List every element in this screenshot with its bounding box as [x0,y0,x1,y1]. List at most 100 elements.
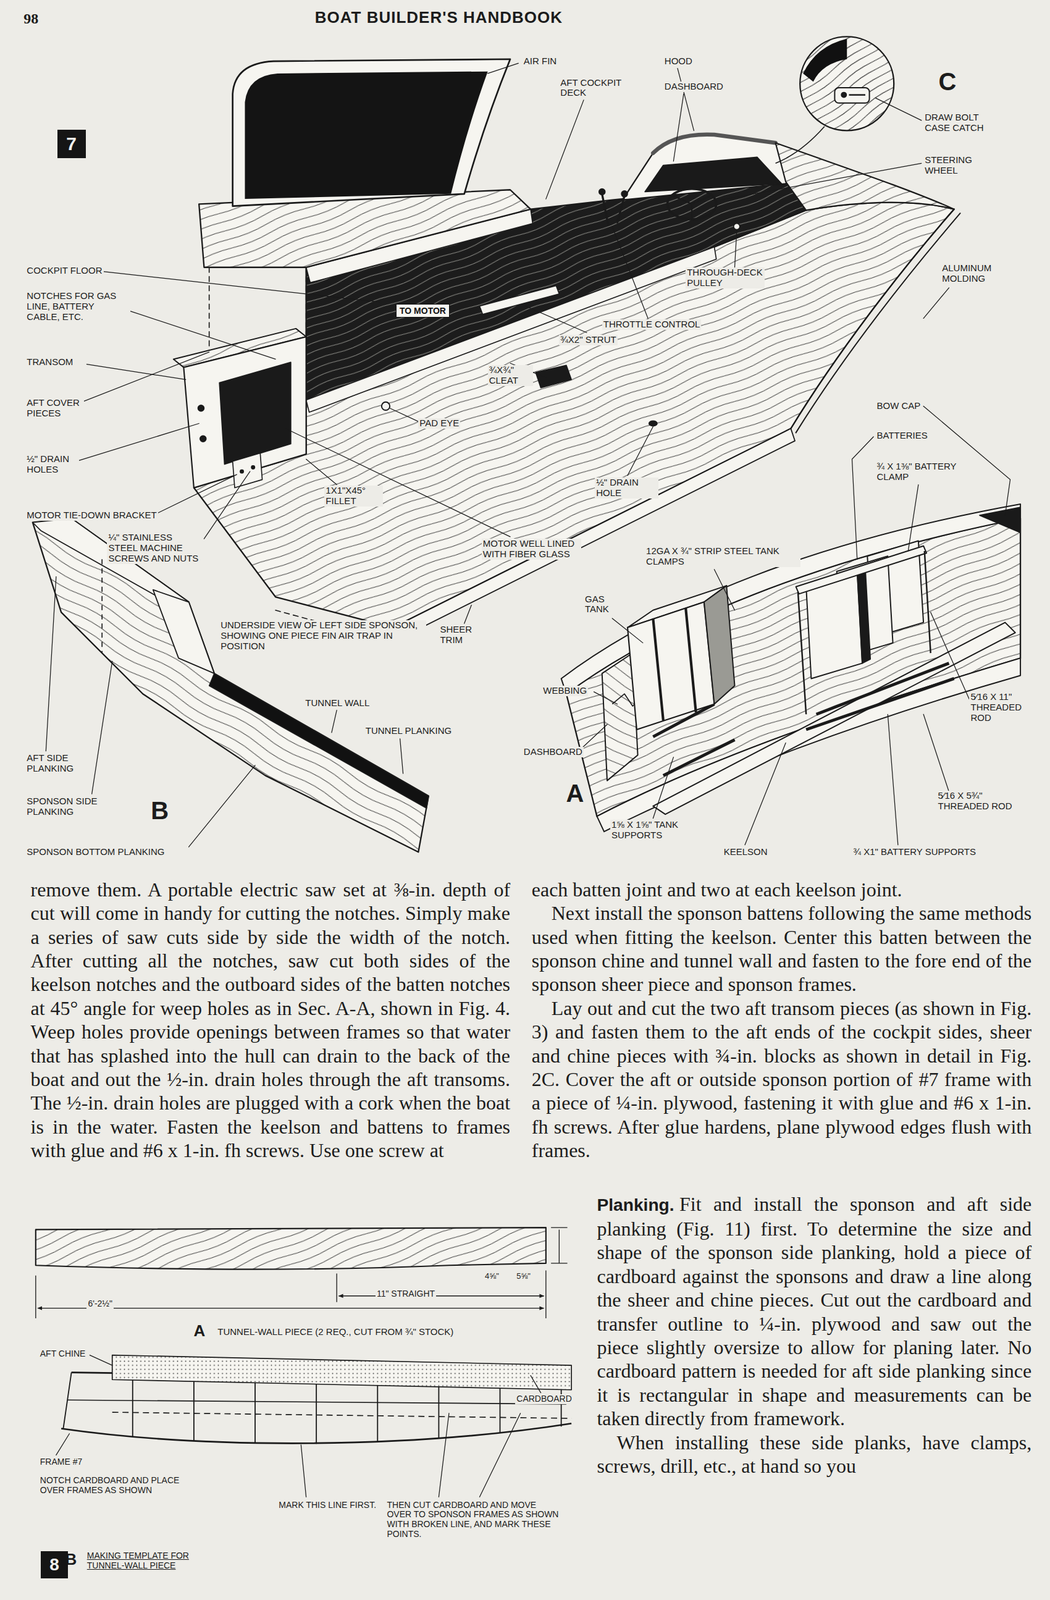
part-label: TUNNEL-WALL PIECE (2 REQ., CUT FROM ¾" S… [216,1326,455,1338]
view-letter: A [192,1322,208,1339]
part-label: AFT COCKPIT DECK [558,77,635,99]
part-label: ¾X2" STRUT [558,334,618,346]
part-label: TUNNEL WALL [303,697,371,709]
part-label: SPONSON BOTTOM PLANKING [25,846,166,858]
bow-interior-view [796,546,927,595]
text-column: Planking.Fit and install the sponson and… [531,1192,1033,1545]
boat-illustration [245,71,488,199]
part-label: 6'-2½" [86,1298,114,1309]
part-label: 5⁄16 X 11" THREADED ROD [969,691,1028,724]
part-label: KEELSON [722,846,769,858]
boat-illustration [306,247,717,413]
leader-lines [389,226,737,423]
boat-illustration [251,465,255,469]
boat-illustration [599,189,606,196]
boat-illustration [219,361,291,464]
bow-interior-view [704,585,735,705]
part-label: DASHBOARD [663,81,725,93]
view-letter: C [936,69,959,94]
part-label: ½" DRAIN HOLE [594,477,659,499]
bow-interior-view [798,550,931,714]
sponson-underside-view [153,589,215,674]
detail-inset-c [802,38,847,82]
part-label: SPONSON SIDE PLANKING [25,796,110,818]
tunnel-wall-template [67,1399,567,1404]
part-label: STEERING WHEEL [923,155,998,177]
part-label: ALUMINUM MOLDING [940,263,1020,285]
page-number: 98 [22,10,40,28]
boat-illustration [621,190,628,198]
label-box: TO MOTOR [395,303,450,318]
part-label: 1⅝ X 1⅝" TANK SUPPORTS [610,819,705,841]
boat-illustration [652,134,776,154]
run-in-heading: Planking. [596,1195,674,1215]
part-label: ¾ X 1⅜" BATTERY CLAMP [875,461,980,483]
boat-illustration [644,156,782,192]
view-letter: A [564,780,587,806]
part-label: TUNNEL PLANKING [364,725,453,737]
tunnel-wall-template [35,1227,572,1444]
part-label: 4⅝" [483,1271,501,1281]
figure-number: 7 [57,129,86,159]
node-text: 7 [66,133,77,155]
boat-illustration [232,59,511,207]
body-text: Fit and install the sponson and aft side… [596,1192,1032,1430]
part-label: 5⅝" [515,1271,532,1281]
part-label: UNDERSIDE VIEW OF LEFT SIDE SPONSON, SHO… [219,620,426,652]
part-label: MOTOR WELL LINED WITH FIBER GLASS [481,538,582,560]
part-label: DRAW BOLT CASE CATCH [923,112,998,134]
sponson-underside-view [209,673,429,808]
part-label: TRANSOM [25,357,75,368]
boat-illustration [479,285,559,315]
sponson-underside-view [101,558,103,653]
body-paragraph: Planking.Fit and install the sponson and… [531,1192,1033,1431]
body-paragraph: Next install the sponson battens followi… [531,901,1033,997]
boat-illustration [673,195,710,219]
part-label: BATTERIES [875,430,929,441]
boat-illustration [198,405,205,412]
part-label: COCKPIT FLOOR [25,265,104,277]
boat-illustration [183,336,306,488]
tunnel-wall-template [112,1355,572,1390]
detail-inset-c [775,126,825,164]
text-column: each batten joint and two at each keelso… [531,877,1033,1163]
detail-inset-c [834,87,870,104]
body-paragraph: remove them. A portable electric saw set… [30,877,511,1163]
leader-lines [331,612,972,792]
bow-interior-view [652,607,696,721]
body-paragraph: When installing these side planks, have … [531,1430,1033,1479]
part-label: HOOD [663,56,694,67]
figure-number: 8 [40,1550,68,1579]
part-label: FRAME #7 [38,1457,84,1467]
part-label: PAD EYE [418,418,461,429]
part-label: ¾ X1" BATTERY SUPPORTS [851,846,977,858]
boat-illustration [381,402,390,411]
part-label: 5⁄16 X 5¾" THREADED ROD [936,790,1021,812]
leader-lines [71,271,654,539]
part-label: 1X1"X45° FILLET [324,485,383,507]
node-text: TO MOTOR [399,305,446,316]
part-label: THROTTLE CONTROL [602,319,702,330]
layout-spacer [531,1192,533,1216]
page-title: BOAT BUILDER'S HANDBOOK [198,8,679,28]
boat-illustration [649,420,658,426]
part-label: DASHBOARD [522,746,584,758]
view-letter: B [148,798,171,823]
body-paragraph: Lay out and cut the two aft transom piec… [531,996,1033,1163]
bow-interior-view [566,518,1021,816]
boat-illustration [240,469,244,473]
bow-interior-view [979,507,1021,533]
part-label: BOW CAP [875,400,922,412]
detail-inset-c [841,92,847,97]
boat-illustration [733,223,740,230]
boat-illustration [535,365,572,388]
tunnel-wall-template [550,1227,567,1264]
bow-interior-view [627,602,714,730]
boat-illustration [602,193,625,225]
figure-caption: MAKING TEMPLATE FOR TUNNEL-WALL PIECE [85,1550,201,1571]
boat-illustration [200,435,207,442]
leader-lines [464,405,1011,643]
part-label: 11" STRAIGHT [375,1289,437,1299]
detail-inset-c [775,36,895,164]
